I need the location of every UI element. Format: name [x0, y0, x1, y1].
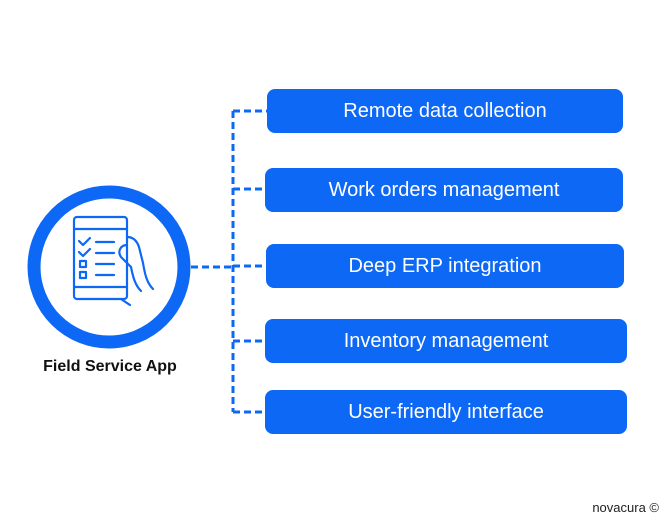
feature-work-orders-management: Work orders management	[265, 168, 623, 212]
feature-deep-erp-integration: Deep ERP integration	[266, 244, 624, 288]
feature-remote-data-collection: Remote data collection	[267, 89, 623, 133]
feature-user-friendly-interface: User-friendly interface	[265, 390, 627, 434]
copyright-credit: novacura ©	[592, 500, 659, 515]
feature-label: Work orders management	[328, 178, 560, 201]
feature-inventory-management: Inventory management	[265, 319, 627, 363]
feature-label: Inventory management	[343, 329, 549, 352]
feature-label: Remote data collection	[343, 99, 547, 122]
field-service-app-hub	[27, 185, 191, 349]
hub-title: Field Service App	[43, 358, 177, 375]
feature-label: User-friendly interface	[348, 400, 544, 423]
mobile-checklist-icon	[72, 215, 155, 307]
hub-circle	[27, 185, 191, 349]
feature-label: Deep ERP integration	[348, 254, 542, 277]
